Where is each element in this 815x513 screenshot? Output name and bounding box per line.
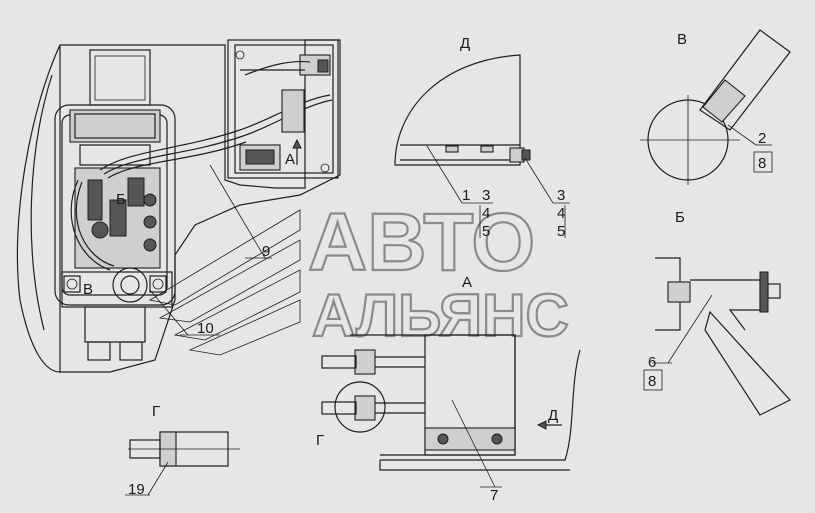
callout-3-left: 3: [482, 187, 490, 204]
callout-10: 10: [197, 320, 214, 337]
view-g: [125, 431, 240, 496]
callout-2: 2: [758, 130, 766, 147]
marker-a-arrow: А: [285, 151, 295, 168]
callout-7: 7: [490, 487, 498, 504]
view-v: [640, 29, 791, 185]
callout-19: 19: [128, 481, 145, 498]
callout-8-view-v: 8: [758, 155, 766, 172]
watermark: АВТО АЛЬЯНС: [148, 196, 570, 356]
watermark-line1: АВТО: [308, 197, 535, 288]
watermark-line2: АЛЬЯНС: [312, 282, 569, 349]
view-a: [321, 334, 581, 488]
view-label-b: Б: [675, 209, 685, 226]
callout-5-right: 5: [557, 223, 565, 240]
view-label-d: Д: [460, 35, 470, 52]
view-label-g: Г: [152, 403, 160, 420]
callout-4-right: 4: [557, 205, 565, 222]
view-label-v: В: [677, 31, 687, 48]
cabin-outline: [16, 39, 341, 373]
callout-4-left: 4: [482, 205, 490, 222]
marker-b-main: Б: [116, 191, 126, 208]
callout-5-left: 5: [482, 223, 490, 240]
view-label-a: А: [462, 274, 472, 291]
marker-v-main: В: [83, 281, 93, 298]
view-d: [394, 54, 570, 238]
mechanism-parts: [87, 177, 157, 252]
callout-1: 1: [462, 187, 470, 204]
marker-g-side: Г: [316, 432, 324, 449]
callout-8-box-v: [753, 151, 773, 173]
callout-6: 6: [648, 354, 656, 371]
marker-d-arrow: Д: [548, 407, 558, 424]
callout-8-box-b: [643, 369, 663, 391]
callout-3-right: 3: [557, 187, 565, 204]
view-b: [652, 257, 791, 416]
callout-8-view-b: 8: [648, 373, 656, 390]
callout-9: 9: [262, 243, 270, 260]
